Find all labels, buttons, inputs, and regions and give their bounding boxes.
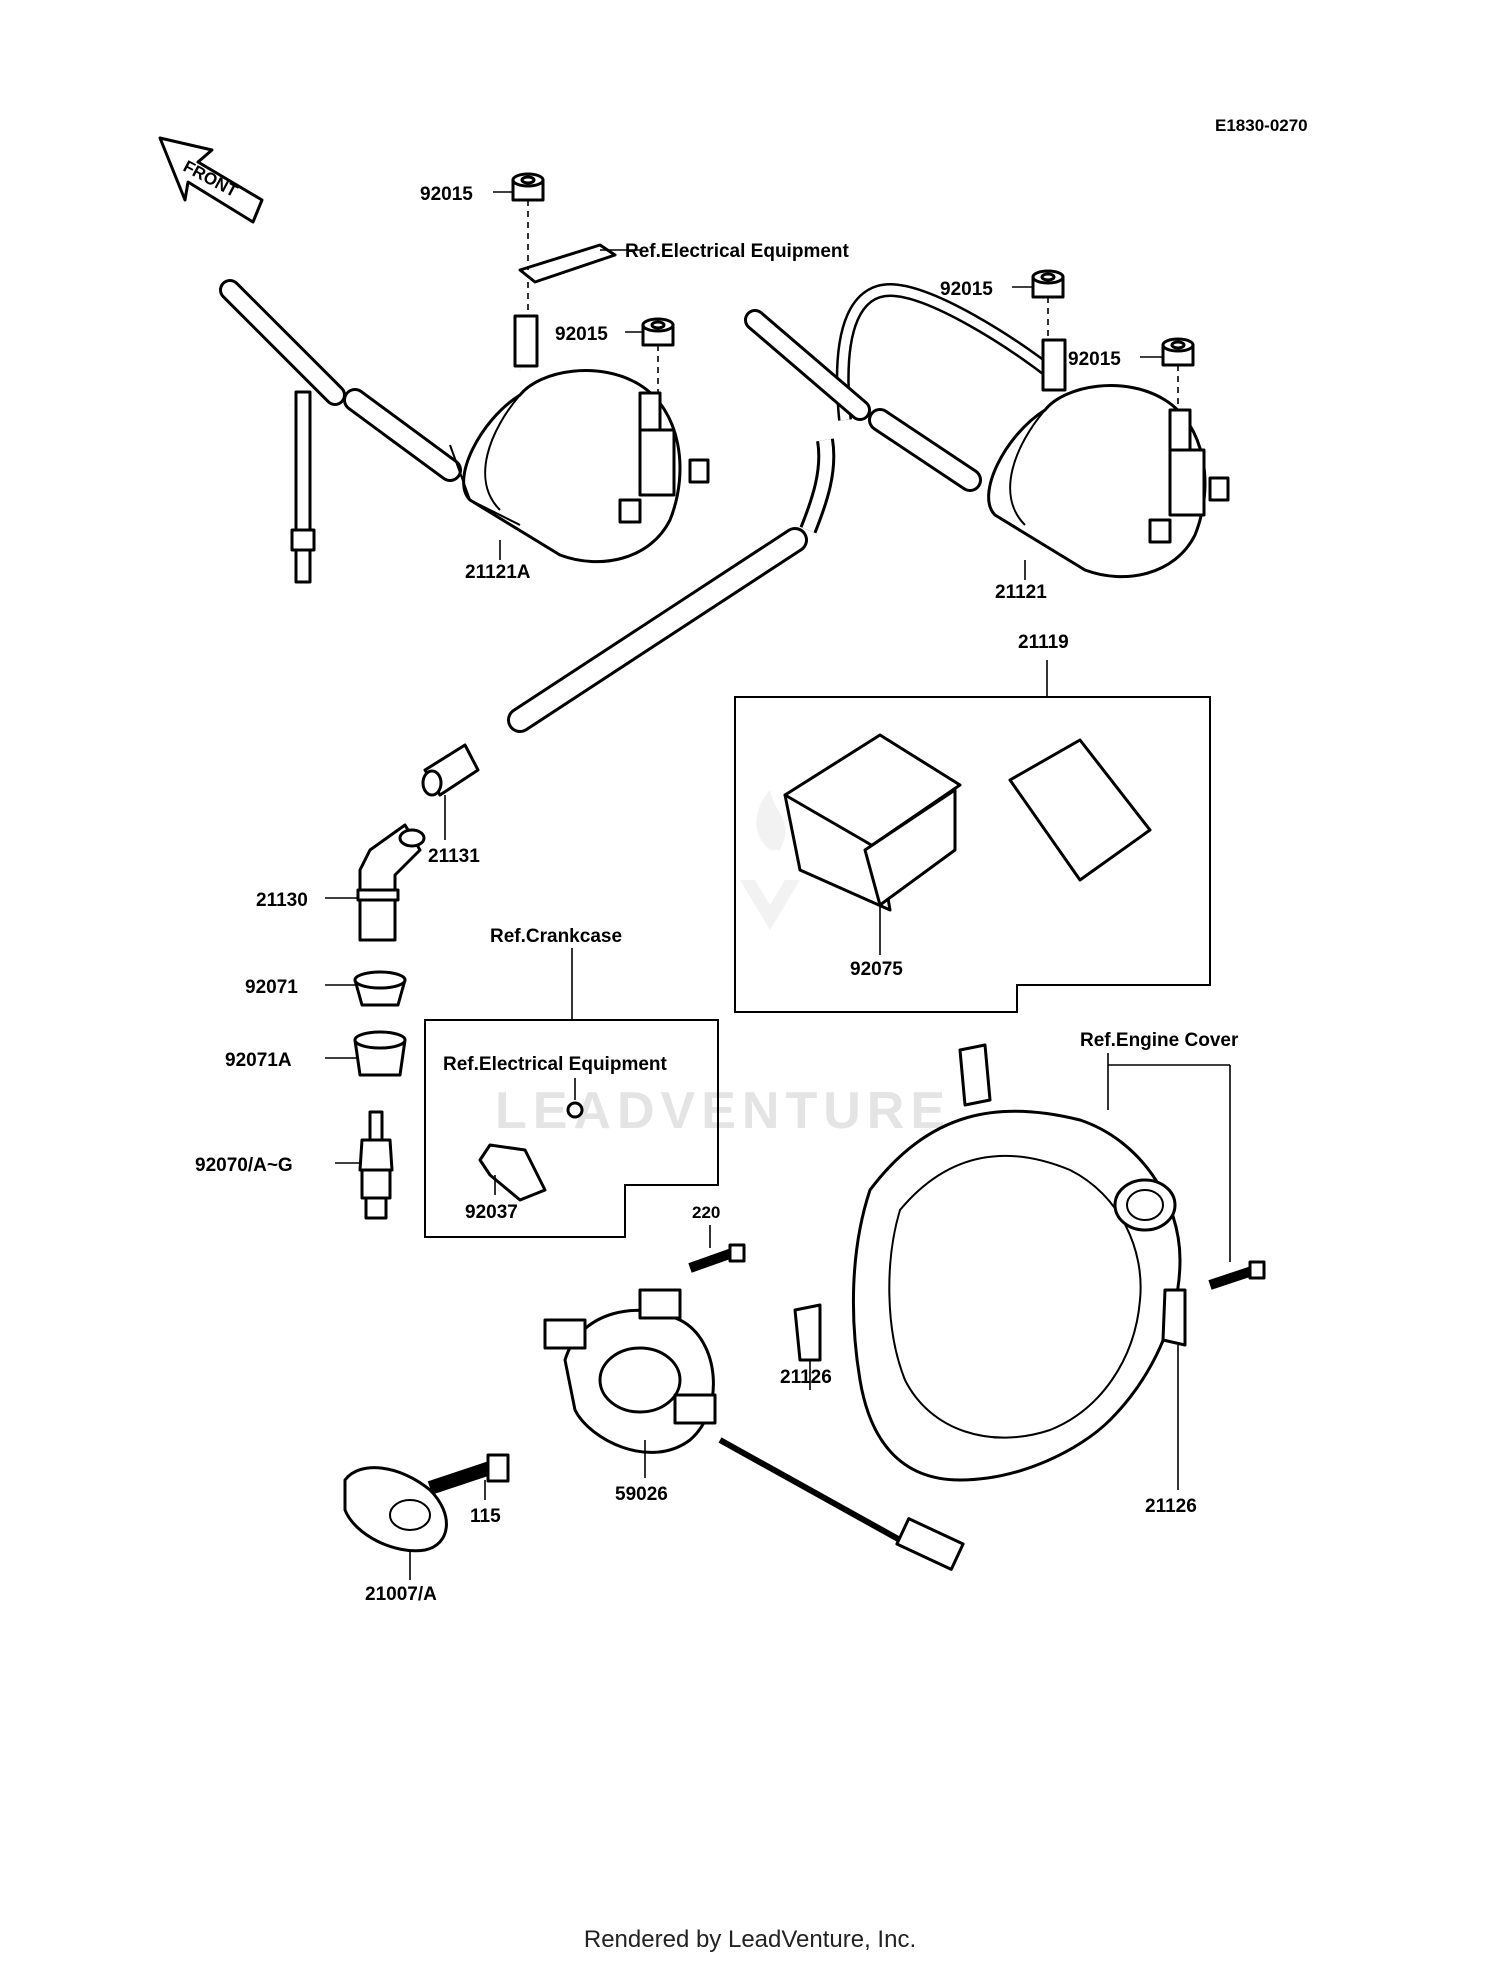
ref-crankcase: Ref.Crankcase [490, 926, 622, 947]
part-label-spark-plug: 92070/A~G [195, 1155, 293, 1176]
bracket-icon [518, 243, 617, 284]
part-label-stator: 59026 [615, 1484, 668, 1505]
seal-icon [353, 970, 407, 1007]
cap-joint-icon [421, 743, 480, 797]
footer-credit: Rendered by LeadVenture, Inc. [583, 1926, 917, 1953]
part-label-nut-c: 92015 [940, 279, 993, 300]
pickup-coil-icon [793, 1303, 822, 1362]
part-label-bolt-220: 220 [692, 1203, 720, 1222]
ref-electrical-box: Ref.Electrical Equipment [443, 1054, 668, 1075]
diagram-id: E1830-0270 [1215, 116, 1308, 135]
part-label-clamp: 92037 [465, 1202, 518, 1223]
bolt-icon [688, 1243, 746, 1273]
ref-engine-cover: Ref.Engine Cover [1080, 1030, 1239, 1051]
rotor-icon [343, 1466, 448, 1553]
part-label-coil-left: 21121A [465, 562, 531, 583]
seal-icon [353, 1030, 407, 1077]
part-label-nut-b: 92015 [555, 324, 608, 345]
part-label-seal-a: 92071 [245, 977, 298, 998]
bolt-icon [427, 1453, 510, 1495]
ht-lead [507, 438, 836, 733]
ignition-coil-left [219, 279, 710, 584]
nut-icon [1031, 269, 1065, 299]
nut-icon [511, 172, 545, 202]
nut-icon [641, 317, 675, 347]
pickup-coil-icon [1161, 1288, 1187, 1347]
nut-icon [1161, 337, 1195, 367]
part-label-nut-a: 92015 [420, 184, 473, 205]
front-arrow-icon: FRONT [158, 136, 264, 224]
ignition-coil-right [744, 282, 1230, 578]
igniter-kit-box [734, 696, 1211, 1013]
crankcase-box [424, 1019, 719, 1238]
stator-icon [543, 1288, 965, 1571]
ref-electrical-top: Ref.Electrical Equipment [625, 241, 850, 262]
watermark-text: LEADVENTURE [495, 1082, 951, 1140]
part-label-igniter: 92075 [850, 959, 903, 980]
part-label-nut-d: 92015 [1068, 349, 1121, 370]
part-label-bolt-115: 115 [470, 1506, 501, 1527]
watermark-logo [740, 790, 800, 930]
part-label-rotor: 21007/A [365, 1584, 437, 1605]
leader-lines [325, 191, 1231, 1580]
engine-cover-icon [851, 1043, 1182, 1482]
bolt-icon [1208, 1260, 1266, 1290]
plug-cap-icon [356, 823, 426, 942]
part-label-plug-cap: 21130 [256, 890, 308, 911]
part-label-igniter-kit: 21119 [1018, 632, 1069, 653]
part-label-pickup-right: 21126 [1145, 1496, 1197, 1517]
part-label-pickup-left: 21126 [780, 1367, 832, 1388]
part-label-seal-b: 92071A [225, 1050, 292, 1071]
part-label-cap-joint: 21131 [428, 846, 480, 867]
spark-plug-icon [358, 1110, 394, 1220]
part-label-coil-right: 21121 [995, 582, 1047, 603]
